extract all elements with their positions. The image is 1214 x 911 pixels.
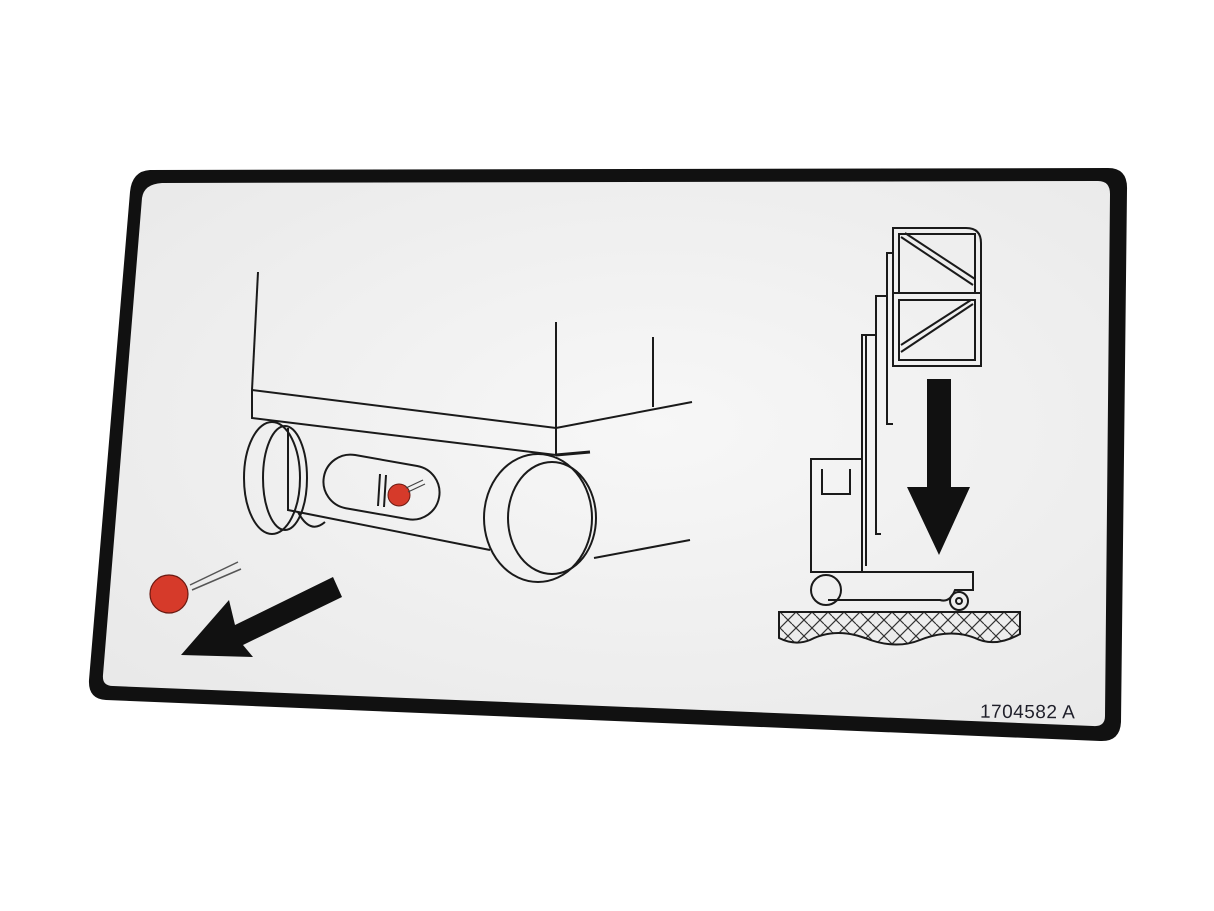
ground-hatched: [778, 611, 1021, 646]
arrow-down-icon: [907, 379, 970, 555]
lock-pin-in-slot-icon: [387, 479, 426, 507]
mast-lift-pictogram: [810, 227, 982, 611]
chassis-pictogram: [243, 271, 693, 583]
part-number: 1704582 A: [979, 701, 1076, 724]
arrow-down-left-icon: [181, 577, 342, 657]
removed-pin-icon: [149, 561, 242, 614]
decal-border: [88, 168, 1128, 742]
